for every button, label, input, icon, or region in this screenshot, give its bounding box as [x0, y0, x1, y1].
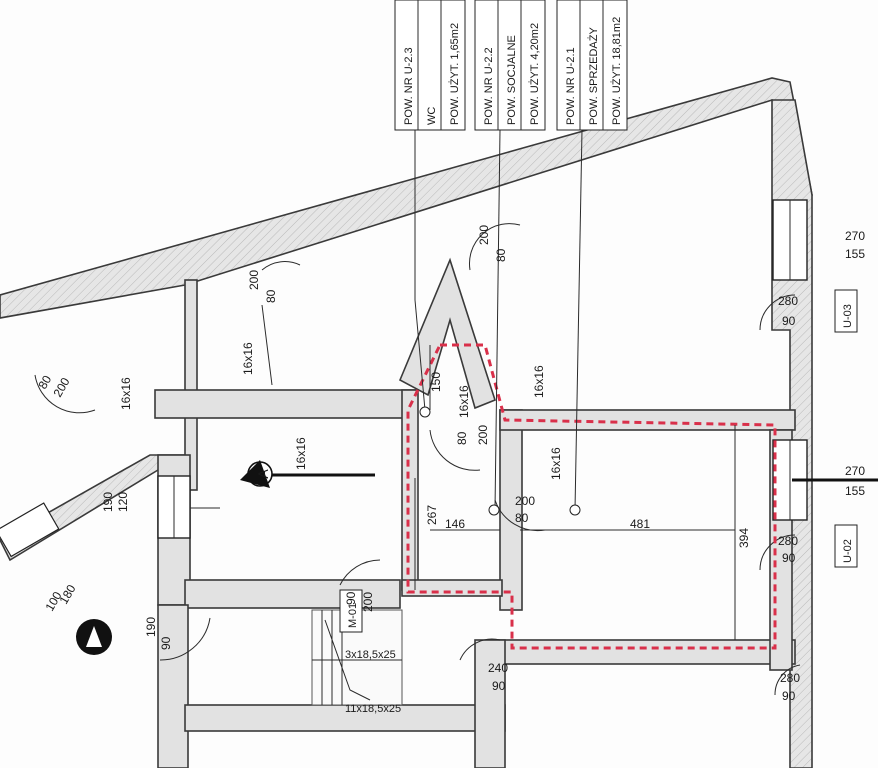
- door-mid-240: 240: [488, 661, 508, 675]
- u22-name: POW. SOCJALNE: [506, 35, 518, 125]
- vent-16x16-d: 16x16: [532, 365, 546, 398]
- unit-label-u22: POW. NR U-2.2 POW. SOCJALNE POW. UŻYT. 4…: [474, 0, 546, 131]
- door-u02-280: 280: [778, 534, 798, 548]
- stairs-flight-1: 3x18,5x25: [345, 649, 396, 661]
- door-social-width: 80: [455, 431, 469, 445]
- highlighted-unit-outline: [406, 343, 777, 650]
- unit-label-u21: POW. NR U-2.1 POW. SPRZEDAŻY POW. UŻYT. …: [556, 0, 628, 131]
- u23-number: POW. NR U-2.3: [403, 47, 415, 125]
- u21-name: POW. SPRZEDAŻY: [587, 27, 600, 125]
- door-social-height: 200: [476, 425, 490, 445]
- label-leader-lines: [414, 129, 583, 516]
- tag-u02: U-02: [834, 524, 858, 568]
- unit-label-u23: POW. NR U-2.3 WC POW. UŻYT. 1,65m2: [394, 0, 466, 131]
- u21-number: POW. NR U-2.1: [565, 47, 577, 125]
- door-u02-90: 90: [782, 551, 796, 565]
- door-u03-90: 90: [782, 314, 796, 328]
- door-m01-90: 90: [344, 591, 358, 605]
- door-sales-height: 200: [515, 494, 535, 508]
- vent-16x16-f: 16x16: [457, 385, 471, 418]
- door-diag-200: 200: [50, 375, 72, 400]
- door-u03-280: 280: [778, 294, 798, 308]
- u21-area: POW. UŻYT. 18,81m2: [610, 17, 623, 125]
- windows: [0, 199, 808, 558]
- door-wc-height: 200: [247, 270, 261, 290]
- tag-u03: U-03: [834, 289, 858, 333]
- svg-text:U-03: U-03: [842, 304, 854, 328]
- u23-name: WC: [426, 107, 438, 125]
- section-marker-a: A: [240, 460, 375, 488]
- dim-394: 394: [737, 528, 751, 548]
- door-left-190: 190: [144, 617, 158, 637]
- u23-area: POW. UŻYT. 1,65m2: [448, 23, 461, 125]
- vent-16x16-a: 16x16: [241, 342, 255, 375]
- tag-m01: M-01: [339, 589, 363, 633]
- vent-16x16-c: 16x16: [294, 437, 308, 470]
- section-a-letter: A: [255, 469, 271, 479]
- dim-267: 267: [425, 505, 439, 525]
- window-left-190: 190: [101, 492, 115, 512]
- door-top-height: 200: [477, 225, 491, 245]
- door-mid-90: 90: [492, 679, 506, 693]
- u22-number: POW. NR U-2.2: [483, 47, 495, 125]
- window-u02-155: 155: [845, 484, 865, 498]
- door-top-width: 80: [494, 248, 508, 262]
- svg-text:M-01: M-01: [347, 603, 359, 628]
- door-sales-width: 80: [515, 511, 529, 525]
- door-lower-90: 90: [782, 689, 796, 703]
- dim-481: 481: [630, 517, 650, 531]
- door-left-90: 90: [159, 636, 173, 650]
- window-u02-270: 270: [845, 464, 865, 478]
- dim-150: 150: [429, 372, 443, 392]
- window-u03-270: 270: [845, 229, 865, 243]
- u22-area: POW. UŻYT. 4,20m2: [528, 23, 541, 125]
- svg-text:U-02: U-02: [842, 539, 854, 563]
- door-diag-80: 80: [35, 373, 54, 392]
- door-wc-width: 80: [264, 289, 278, 303]
- window-left-120: 120: [116, 492, 130, 512]
- interior-walls: [154, 257, 796, 768]
- stairs-flight-2: 11x18,5x25: [345, 703, 401, 715]
- door-m01-200: 200: [361, 592, 375, 612]
- door-lower-280: 280: [780, 671, 800, 685]
- vent-16x16-b: 16x16: [119, 377, 133, 410]
- dimension-lines: [190, 345, 736, 640]
- window-u03-155: 155: [845, 247, 865, 261]
- vent-16x16-e: 16x16: [549, 447, 563, 480]
- dim-146: 146: [445, 517, 465, 531]
